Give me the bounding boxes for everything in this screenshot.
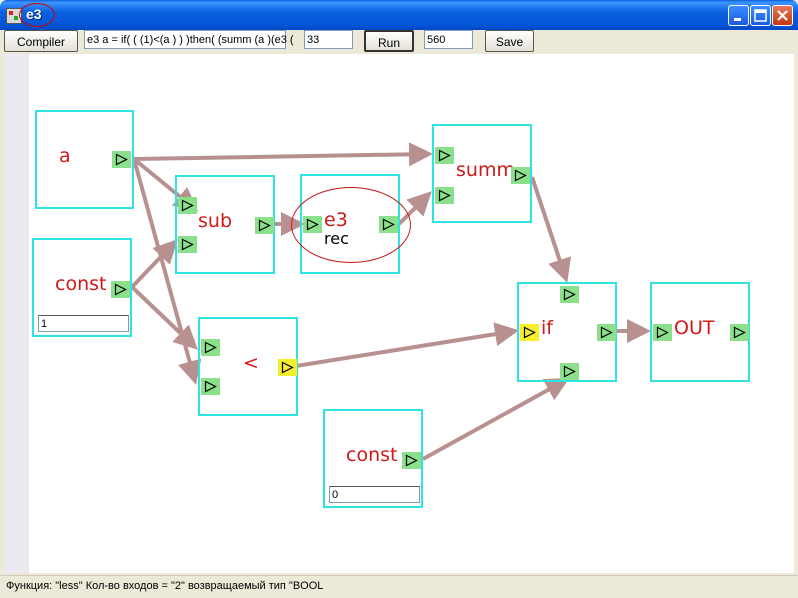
canvas-left-strip [4,54,29,573]
node-const-1-label: const [55,273,107,295]
close-icon [777,10,788,21]
play-arrow-icon [204,341,217,354]
play-arrow-icon [204,380,217,393]
node-sub-input-port-2[interactable] [178,236,197,253]
play-arrow-icon [405,454,418,467]
node-e3-annotation-ellipse [291,187,411,263]
node-e3-rec[interactable]: e3 rec [291,174,411,274]
play-arrow-icon [438,149,451,162]
play-arrow-icon [258,219,271,232]
node-sub-label: sub [198,210,233,232]
play-arrow-icon [382,218,395,231]
wire-less-if [295,322,519,368]
node-if[interactable]: if [517,282,617,382]
node-e3-sublabel: rec [324,229,349,248]
wire-a-summ [133,142,433,167]
status-text: Функция: "less" Кол-во входов = "2" возв… [6,580,324,592]
status-bar: Функция: "less" Кол-во входов = "2" возв… [0,575,798,598]
play-arrow-icon [514,169,527,182]
diagram-canvas[interactable]: a const 1 sub e3 rec [4,54,794,573]
wire-const1-less [130,285,198,350]
node-a[interactable]: a [35,110,134,209]
node-a-label: a [59,145,71,167]
node-out-label: OUT [674,317,715,339]
play-arrow-icon [181,199,194,212]
node-out[interactable]: OUT [650,282,750,382]
play-arrow-icon [114,283,127,296]
play-arrow-icon [563,288,576,301]
value1-field[interactable]: 33 [304,30,353,49]
play-arrow-icon [733,326,746,339]
node-less-output-port-selected[interactable] [278,359,297,376]
wires-layer [130,142,651,461]
node-a-output-port[interactable] [112,151,131,168]
node-summ-output-port[interactable] [511,167,530,184]
node-summ[interactable]: summ [432,124,532,223]
node-summ-label: summ [456,159,515,181]
node-sub[interactable]: sub [175,175,275,274]
node-less-label: < [243,352,259,374]
play-arrow-icon [281,361,294,374]
title-annotation-ellipse [19,3,55,27]
value2-field[interactable]: 560 [424,30,473,49]
play-arrow-icon [181,238,194,251]
node-if-label: if [541,317,553,339]
play-arrow-icon [656,326,669,339]
node-out-output-port[interactable] [730,324,749,341]
minimize-icon [734,18,741,21]
node-less-input-port-2[interactable] [201,378,220,395]
node-if-input-port-top[interactable] [560,286,579,303]
maximize-button[interactable] [750,5,771,26]
node-sub-output-port[interactable] [255,217,274,234]
node-const-2[interactable]: const 0 [323,409,423,508]
node-const-1-output-port[interactable] [111,281,130,298]
node-if-output-port[interactable] [597,324,616,341]
minimize-button[interactable] [728,5,749,26]
wire-summ-if [530,176,572,283]
play-arrow-icon [438,189,451,202]
run-button[interactable]: Run [364,30,414,52]
play-arrow-icon [115,153,128,166]
play-arrow-icon [306,218,319,231]
node-out-input-port[interactable] [653,324,672,341]
expression-field[interactable]: e3 a = if( ( (1)<(a ) ) )then( (summ (a … [84,30,294,49]
compiler-button[interactable]: Compiler [4,30,78,52]
node-if-input-port-bottom[interactable] [560,363,579,380]
node-e3-output-port[interactable] [379,216,398,233]
play-arrow-icon [600,326,613,339]
play-arrow-icon [563,365,576,378]
node-const-1[interactable]: const 1 [32,238,132,337]
node-const-2-value-input[interactable]: 0 [329,486,420,503]
maximize-icon [754,9,767,22]
node-if-input-port-left-selected[interactable] [520,324,539,341]
close-button[interactable] [772,5,793,26]
node-summ-input-port-1[interactable] [435,147,454,164]
node-const-2-label: const [346,444,398,466]
node-sub-input-port-1[interactable] [178,197,197,214]
node-e3-label: e3 [324,209,348,231]
wire-const1-sub [130,239,178,289]
node-const-1-value-input[interactable]: 1 [38,315,129,332]
node-less[interactable]: < [198,317,298,416]
node-less-input-port-1[interactable] [201,339,220,356]
title-bar[interactable]: e3 [0,0,798,30]
save-button[interactable]: Save [485,30,534,52]
node-summ-input-port-2[interactable] [435,187,454,204]
node-const-2-output-port[interactable] [402,452,421,469]
wire-const2-if [422,378,570,461]
node-e3-input-port[interactable] [303,216,322,233]
play-arrow-icon [523,326,536,339]
